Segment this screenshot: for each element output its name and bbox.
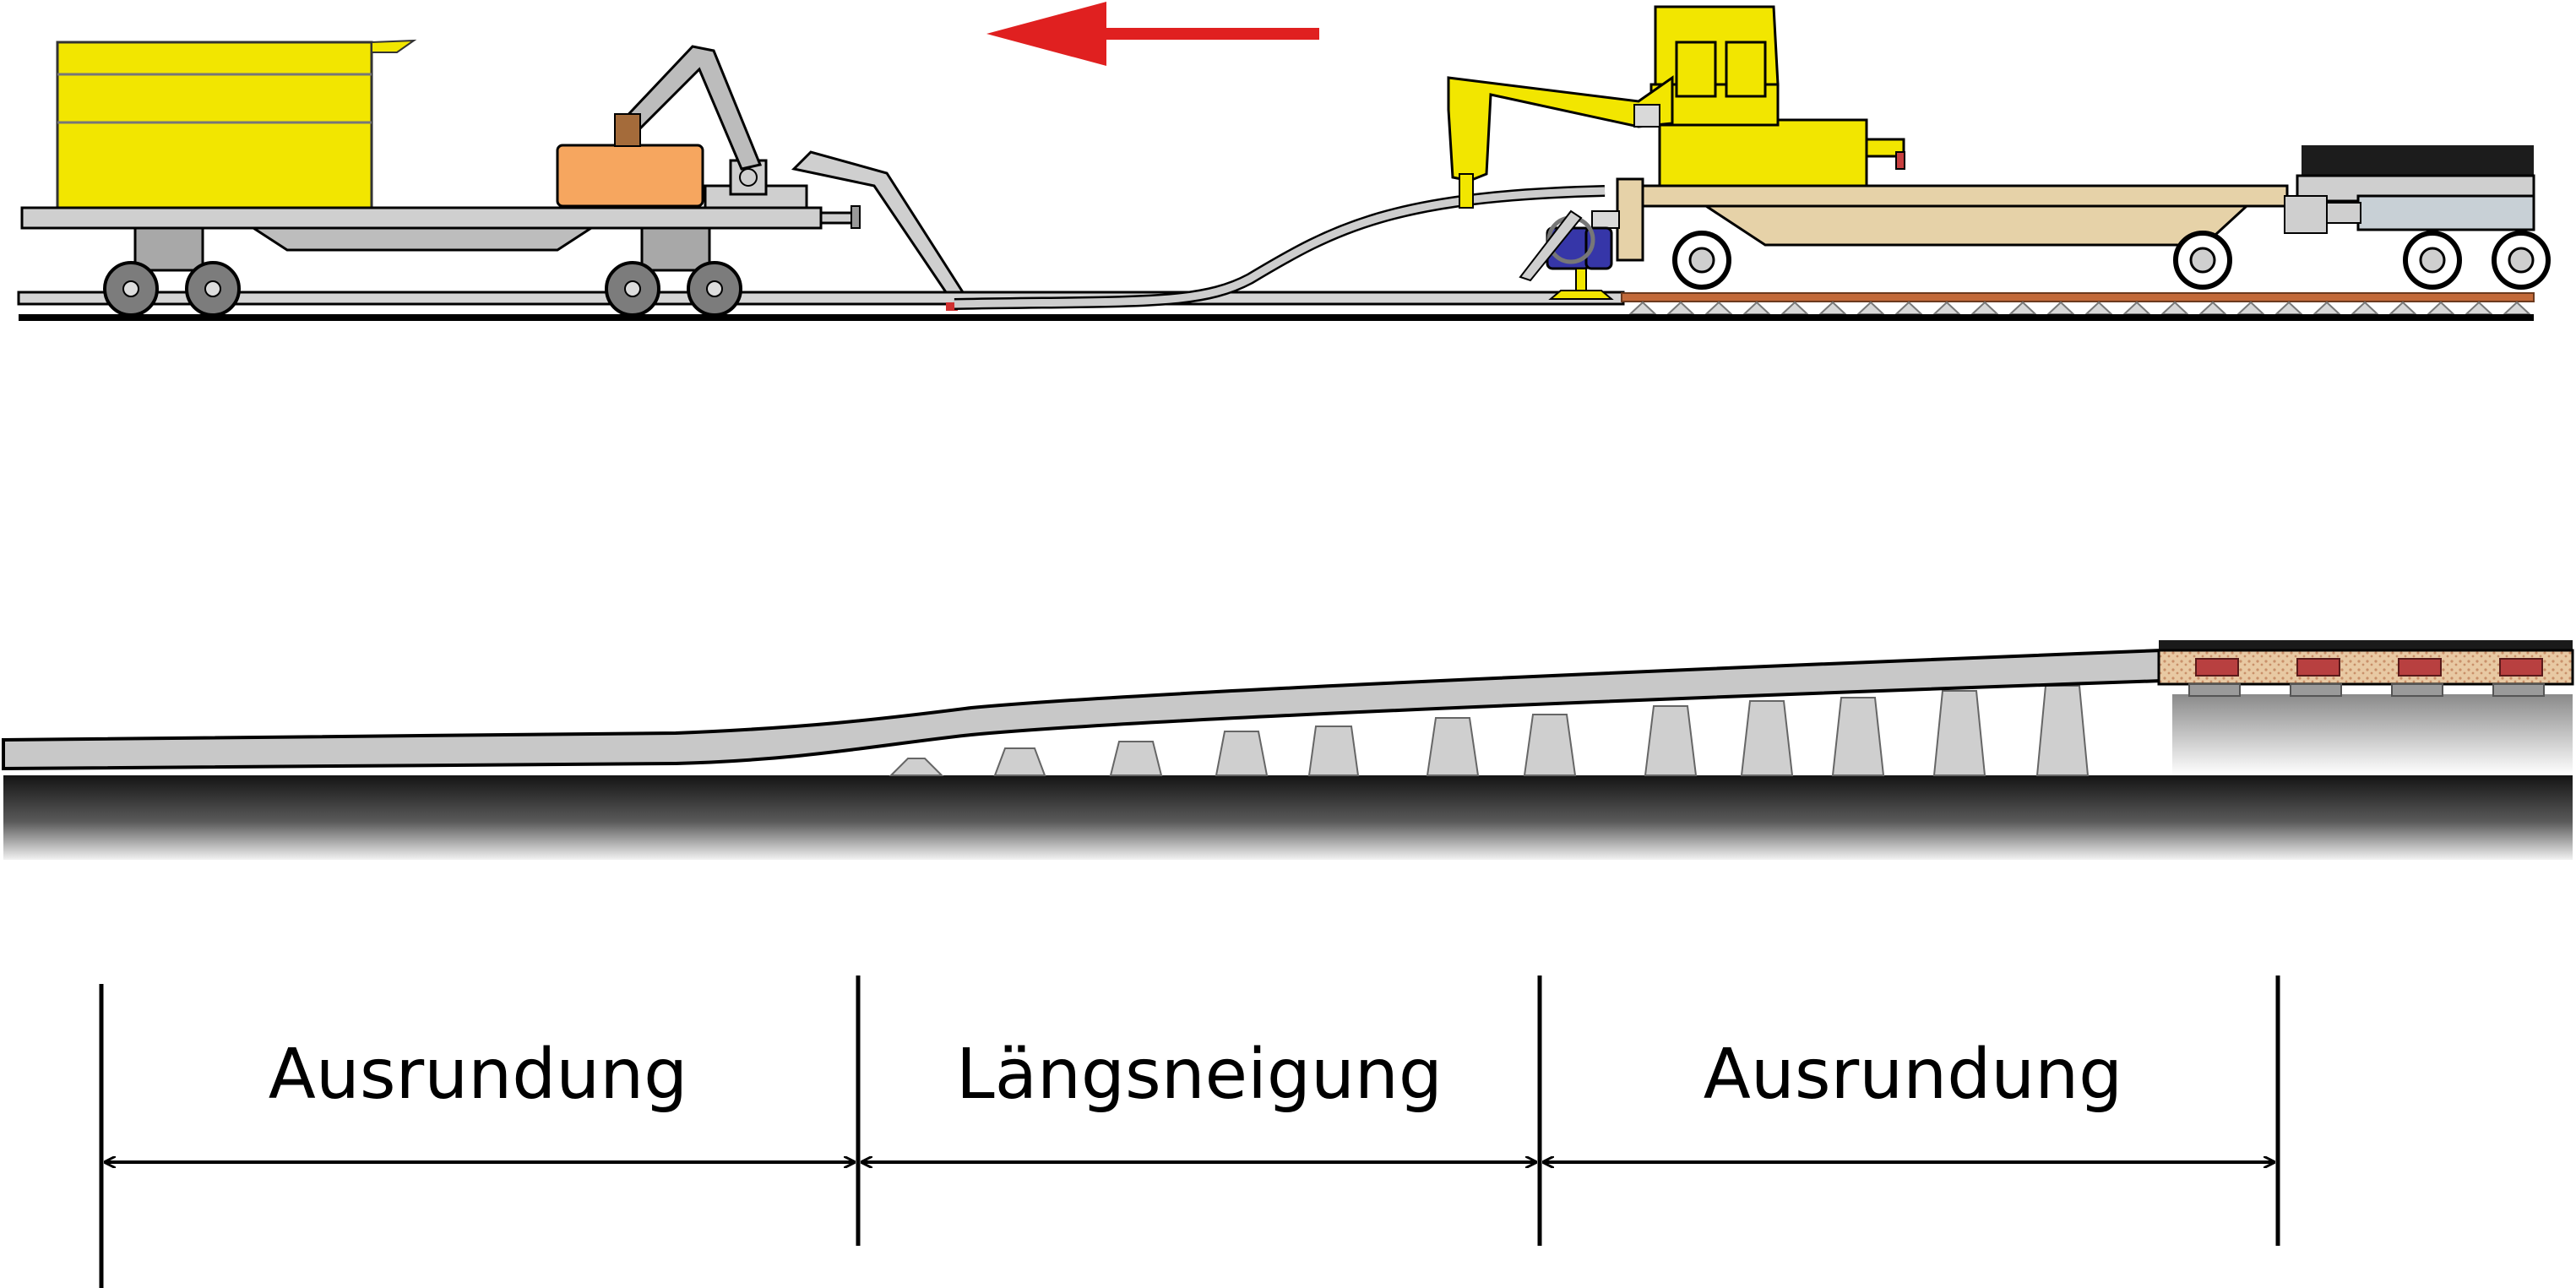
bogie-left-2 [605, 226, 742, 317]
rail-stack-wagon [2284, 145, 2551, 290]
new-track [1621, 292, 2535, 321]
existing-track-panel [2157, 640, 2574, 697]
ramp-profile [1, 640, 2574, 860]
segment-label-laengsneigung: Längsneigung [956, 1035, 1443, 1115]
sleepers [1628, 301, 2532, 315]
yellow-container [56, 39, 417, 209]
suction-pipe [791, 150, 965, 311]
rail-line-left [17, 291, 1625, 321]
ramp-supports [889, 685, 2090, 776]
bogie-left-1 [103, 226, 241, 317]
renewal-machine [1447, 5, 1905, 209]
flat-wagon-left [20, 39, 965, 317]
track-renewal-train [17, 2, 2551, 321]
excavator [556, 45, 808, 209]
new-rail-bend [954, 185, 1606, 310]
existing-track-base [2172, 694, 2573, 775]
rail-transport-wagon [1519, 177, 2289, 300]
ground-bed [3, 775, 2573, 860]
segment-label-ausrundung-2: Ausrundung [1704, 1035, 2122, 1115]
direction-arrow [986, 2, 1319, 66]
tamping-unit [1519, 209, 1614, 300]
segment-label-ausrundung-1: Ausrundung [269, 1035, 687, 1115]
dimension-annotations: Ausrundung Längsneigung Ausrundung [99, 976, 2280, 1288]
